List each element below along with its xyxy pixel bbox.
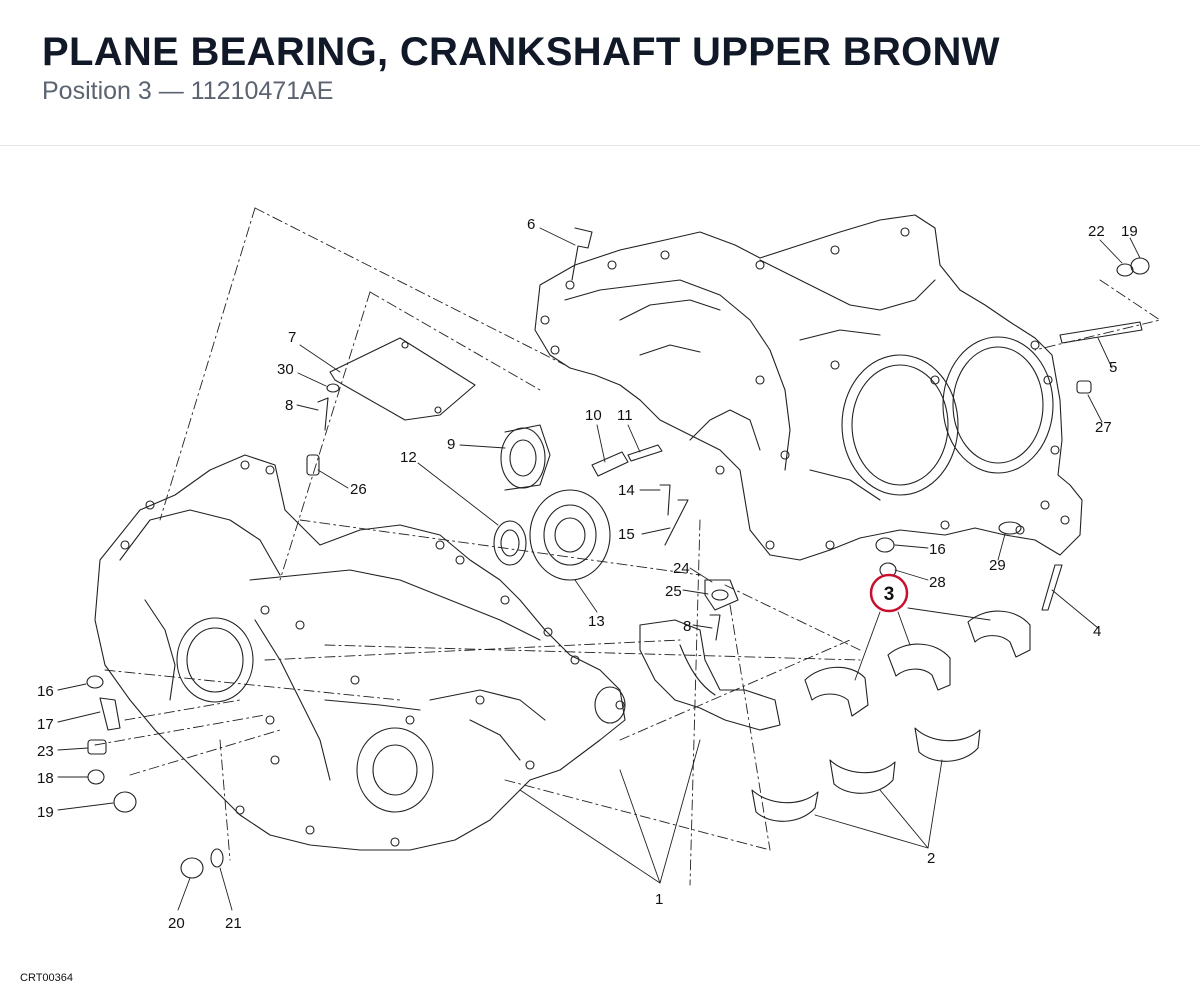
screw-8 [317,397,329,431]
washer-16-left [86,675,104,689]
callout-8-right: 8 [683,618,691,635]
header: PLANE BEARING, CRANKSHAFT UPPER BRONW Po… [0,0,1200,146]
callout-19: 19 [1121,223,1138,240]
callout-29: 29 [989,557,1006,574]
callout-17: 17 [37,716,54,733]
washer-30 [326,383,340,393]
bearing-shells [751,610,1031,822]
page-subtitle: Position 3 — 11210471AE [42,77,334,105]
washer-22 [1116,263,1134,277]
stud-14 [659,484,671,516]
assembly-guide-lines [94,207,1161,886]
dowel-27 [1076,380,1092,394]
highlight-label: 3 [884,584,895,605]
page-title: PLANE BEARING, CRANKSHAFT UPPER BRONW [42,30,1000,74]
callout-18: 18 [37,770,54,787]
callout-1: 1 [655,891,663,908]
cover-plate [329,337,476,421]
upper-crankcase-half [534,214,1083,561]
sensor-24 [704,579,739,611]
callout-4: 4 [1093,623,1101,640]
callout-16-left: 16 [37,683,54,700]
screw-6 [571,227,593,281]
callout-labels: 6 7 30 8 9 10 11 12 26 14 15 13 22 19 5 … [37,216,1138,932]
ball-bearing-13 [529,489,611,581]
callout-19-left: 19 [37,804,54,821]
callout-9: 9 [447,436,455,453]
callout-11: 11 [617,407,633,424]
main-bearing-support [639,619,781,731]
highlight-callout-3[interactable]: 3 [869,573,909,613]
screw-8-right [709,614,721,641]
ball-bearing-13-bore [554,517,586,553]
callout-27: 27 [1095,419,1112,436]
main-bearing-support-seat [679,644,716,696]
needle-bearing-9-bore [509,439,537,477]
drawing-reference-code: CRT00364 [20,972,73,984]
callout-14: 14 [618,482,635,499]
cover-plate-hole [401,341,409,349]
callout-22: 22 [1088,223,1105,240]
pin-10 [591,451,629,477]
needle-bearing-12-bore [500,529,520,557]
callout-26: 26 [350,481,367,498]
o-ring-25 [711,589,729,601]
sensor-17 [99,697,121,731]
callout-23: 23 [37,743,54,760]
cover-plate-hole [434,406,442,414]
needle-bearing-12 [493,520,527,566]
callout-12: 12 [400,449,417,466]
callout-20: 20 [168,915,185,932]
o-ring-29 [998,521,1022,535]
callout-6: 6 [527,216,535,233]
callout-21: 21 [225,915,242,932]
callout-2: 2 [927,850,935,867]
diagram-canvas: 6 7 30 8 9 10 11 12 26 14 15 13 22 19 5 … [37,207,1161,932]
callout-24: 24 [673,560,690,577]
leader-lines [57,227,1141,911]
washer-21 [210,848,224,868]
plug-18 [87,769,105,785]
ball-bearing-13-inner [543,504,597,566]
callout-16: 16 [929,541,946,558]
needle-bearing-9-shell [504,424,551,491]
lower-crankcase-half [94,454,626,851]
nut-19-left [113,791,137,813]
callout-13: 13 [588,613,605,630]
bolt-5 [1059,321,1143,344]
nut-19 [1130,257,1150,275]
stud-15 [664,499,689,546]
highlight-ring [869,573,909,613]
dowel-23 [87,739,107,755]
washer-16 [875,537,895,553]
callout-8: 8 [285,397,293,414]
callout-30: 30 [277,361,294,378]
needle-bearing-9 [500,427,546,489]
exploded-parts-diagram: 6 7 30 8 9 10 11 12 26 14 15 13 22 19 5 … [0,146,1200,991]
callout-25: 25 [665,583,682,600]
callout-28: 28 [929,574,946,591]
dowel-26 [306,454,320,476]
callout-15: 15 [618,526,635,543]
pin-11 [627,444,663,462]
stud-4 [1041,564,1063,611]
plug-20 [180,857,204,879]
callout-7: 7 [288,329,296,346]
callout-10: 10 [585,407,602,424]
callout-5: 5 [1109,359,1117,376]
